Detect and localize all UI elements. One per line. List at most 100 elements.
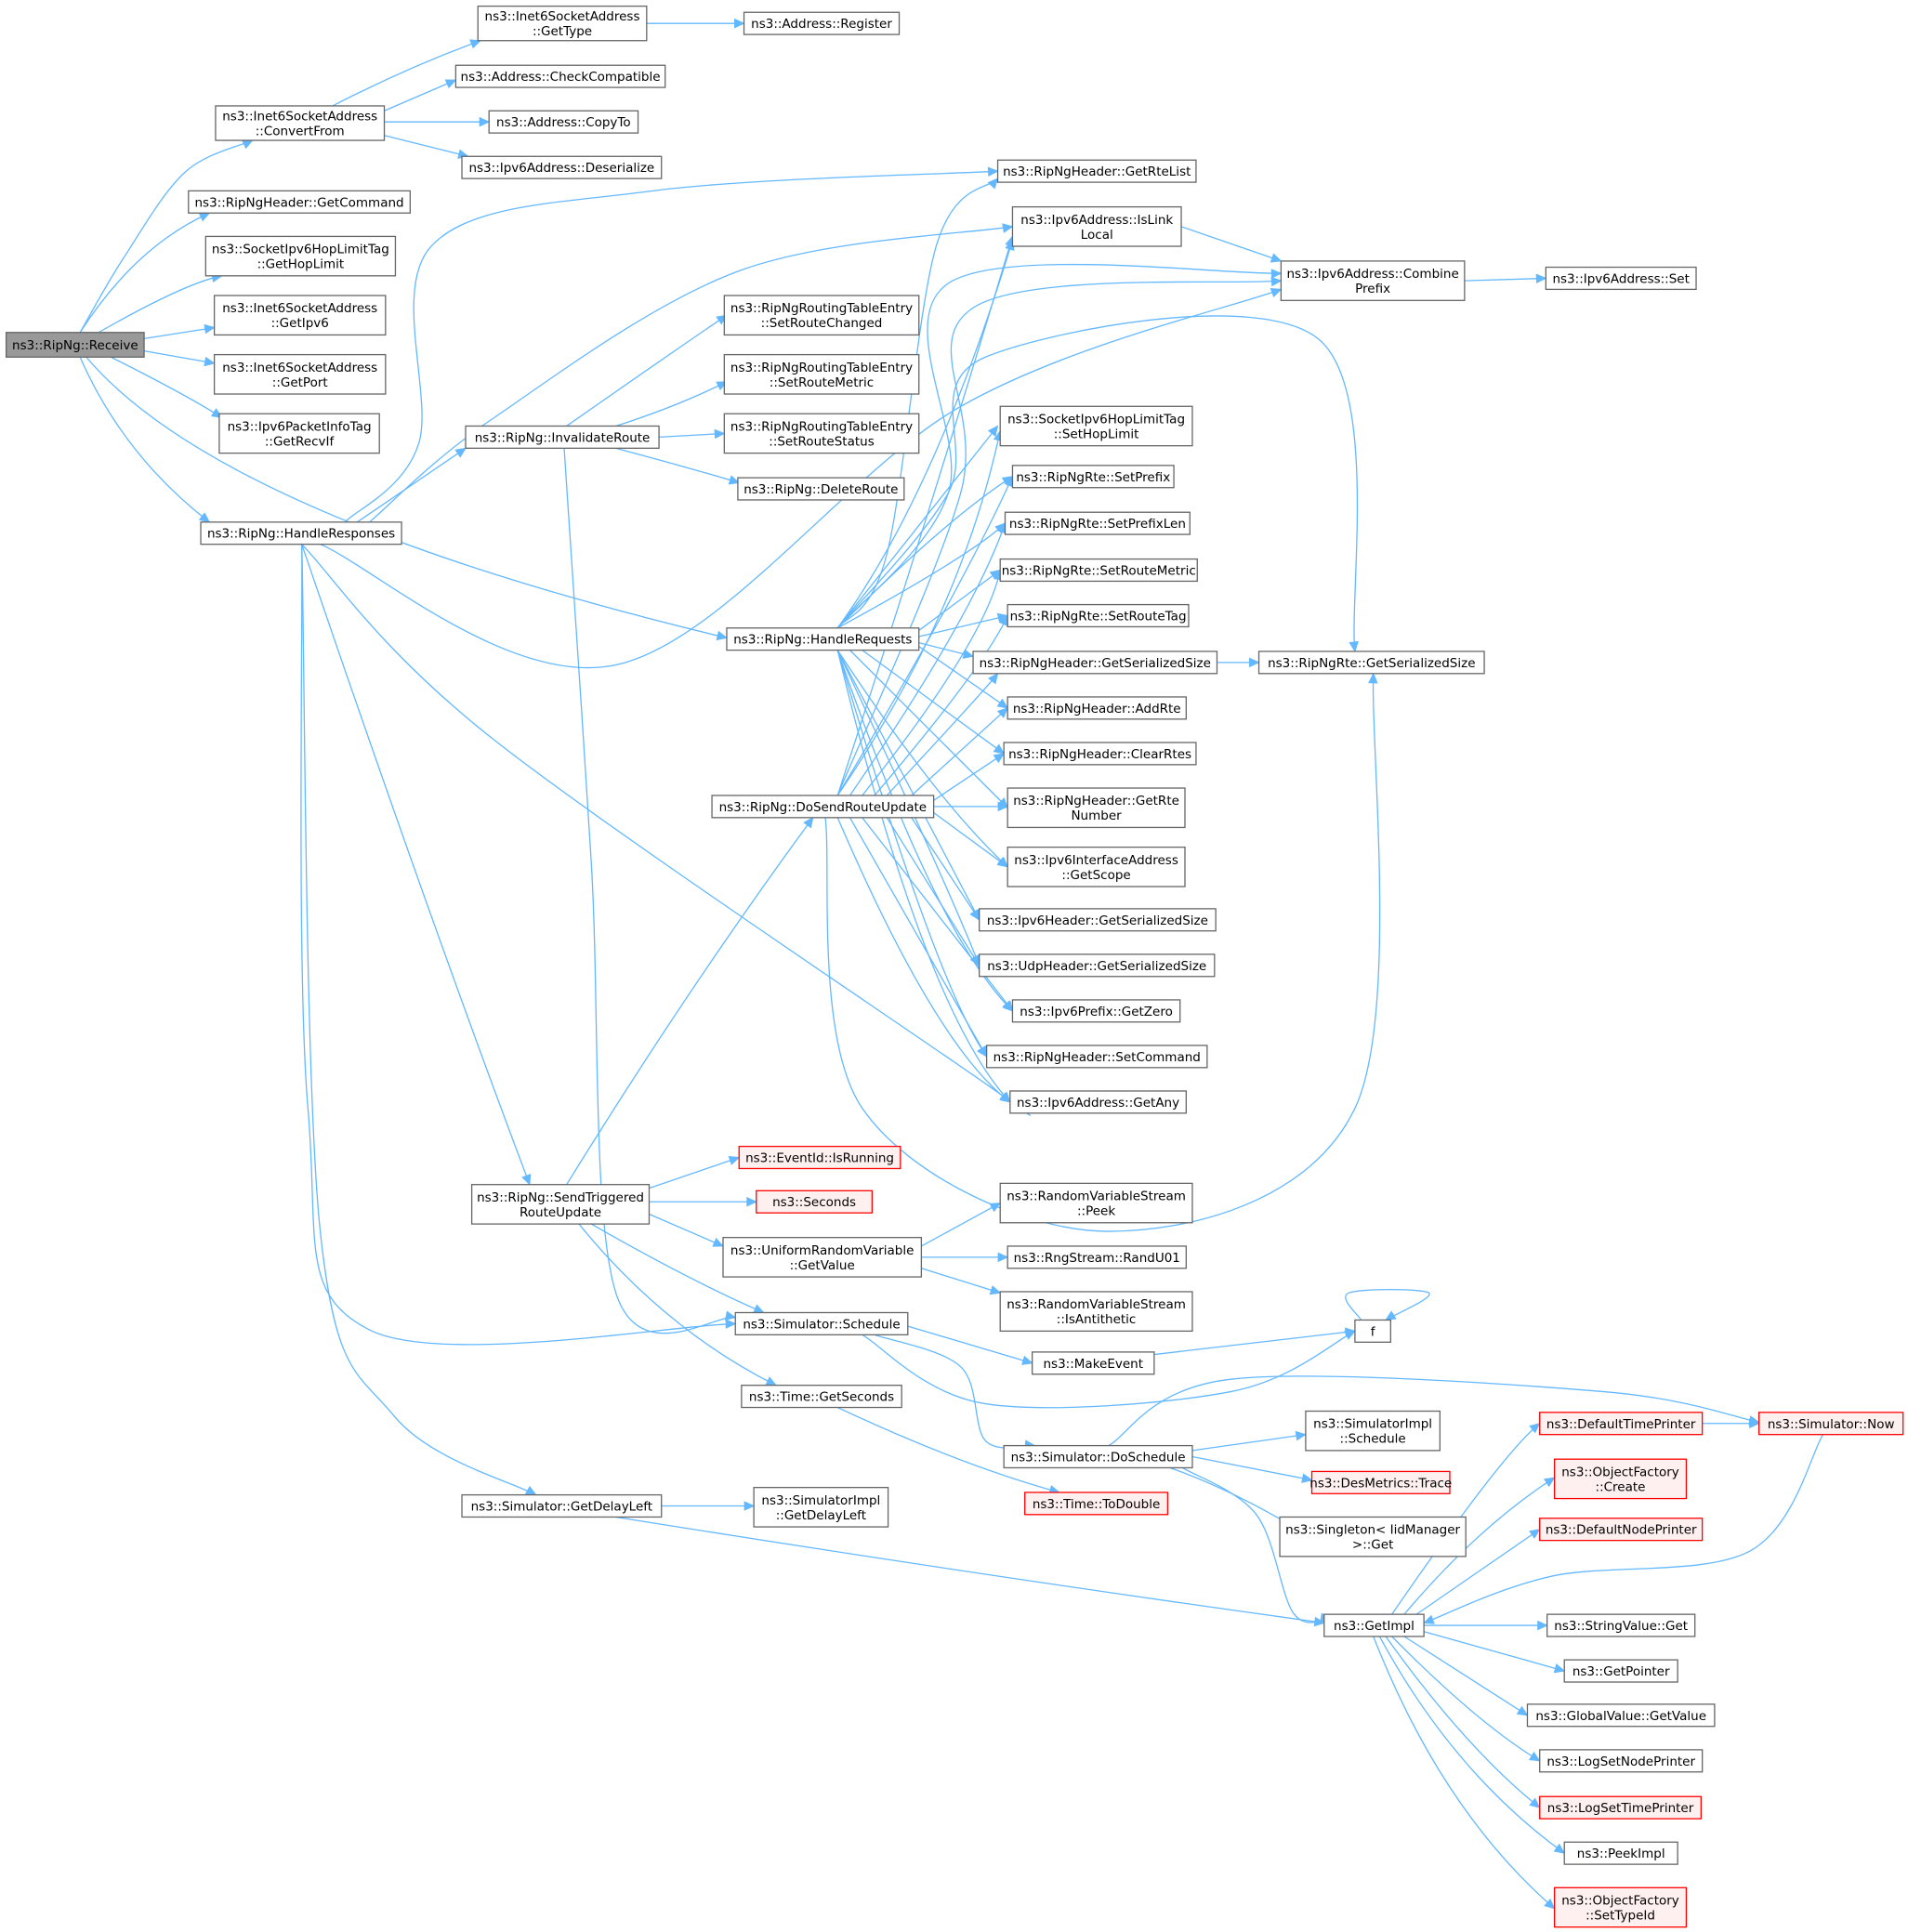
node-box[interactable] (218, 413, 380, 454)
node-box[interactable] (1007, 787, 1186, 829)
graph-node-desmetrics[interactable]: ns3::DesMetrics::Trace (1309, 1470, 1452, 1494)
node-box[interactable] (1007, 846, 1186, 887)
node-box[interactable] (204, 235, 397, 277)
graph-node-peek[interactable]: ns3::RandomVariableStream::Peek (999, 1182, 1193, 1224)
graph-node-singleton[interactable]: ns3::Singleton< IidManager>::Get (1279, 1516, 1467, 1557)
graph-node-peekimpl[interactable]: ns3::PeekImpl (1563, 1841, 1678, 1865)
graph-node-getzero[interactable]: ns3::Ipv6Prefix::GetZero (1011, 999, 1181, 1023)
node-box[interactable] (215, 105, 386, 141)
graph-node-f[interactable]: f (1354, 1319, 1391, 1343)
node-box[interactable] (1011, 465, 1175, 489)
graph-node-getany[interactable]: ns3::Ipv6Address::GetAny (1009, 1090, 1187, 1114)
node-box[interactable] (711, 795, 935, 819)
graph-node-urvget[interactable]: ns3::UniformRandomVariable::GetValue (722, 1237, 923, 1278)
graph-node-now[interactable]: ns3::Simulator::Now (1757, 1412, 1904, 1436)
node-box[interactable] (723, 413, 920, 454)
node-box[interactable] (734, 1311, 909, 1336)
node-box[interactable] (454, 64, 666, 88)
node-box[interactable] (999, 558, 1198, 583)
node-box[interactable] (1539, 1518, 1704, 1542)
graph-node-setprefix[interactable]: ns3::RipNgRte::SetPrefix (1011, 465, 1175, 489)
graph-node-addrte[interactable]: ns3::RipNgHeader::AddRte (1007, 696, 1187, 720)
graph-node-getscope[interactable]: ns3::Ipv6InterfaceAddress::GetScope (1007, 846, 1186, 887)
graph-node-ofsettypeid[interactable]: ns3::ObjectFactory::SetTypeId (1553, 1886, 1688, 1928)
node-box[interactable] (5, 332, 145, 358)
node-box[interactable] (1003, 742, 1197, 766)
node-box[interactable] (470, 1184, 651, 1225)
graph-node-getrecvif[interactable]: ns3::Ipv6PacketInfoTag::GetRecvIf (218, 413, 380, 454)
node-box[interactable] (1553, 1886, 1688, 1928)
node-box[interactable] (999, 1182, 1193, 1224)
graph-node-defnodeprinter[interactable]: ns3::DefaultNodePrinter (1539, 1518, 1704, 1542)
node-box[interactable] (1004, 511, 1191, 535)
graph-node-deftimeprinter[interactable]: ns3::DefaultTimePrinter (1539, 1412, 1704, 1436)
graph-node-gethoplimit[interactable]: ns3::SocketIpv6HopLimitTag::GetHopLimit (204, 235, 397, 277)
graph-node-cf[interactable]: ns3::Inet6SocketAddress::ConvertFrom (215, 105, 386, 141)
node-box[interactable] (1539, 1412, 1704, 1436)
graph-node-getdelayleft[interactable]: ns3::Simulator::GetDelayLeft (461, 1493, 663, 1518)
node-box[interactable] (1323, 1613, 1425, 1637)
node-box[interactable] (1279, 1516, 1467, 1557)
node-box[interactable] (723, 353, 920, 395)
graph-node-getimpl[interactable]: ns3::GetImpl (1323, 1613, 1425, 1637)
graph-node-sethoplimit[interactable]: ns3::SocketIpv6HopLimitTag::SetHopLimit (999, 405, 1193, 447)
graph-node-isanti[interactable]: ns3::RandomVariableStream::IsAntithetic (999, 1291, 1193, 1333)
graph-node-clearrtes[interactable]: ns3::RipNgHeader::ClearRtes (1003, 742, 1197, 766)
node-box[interactable] (979, 908, 1217, 932)
node-box[interactable] (1003, 1444, 1193, 1469)
graph-node-getseconds[interactable]: ns3::Time::GetSeconds (741, 1385, 902, 1409)
graph-node-getcommand[interactable]: ns3::RipNgHeader::GetCommand (188, 190, 411, 214)
node-box[interactable] (213, 295, 387, 336)
node-box[interactable] (477, 5, 648, 42)
node-box[interactable] (1032, 1351, 1155, 1375)
node-box[interactable] (972, 651, 1218, 675)
node-box[interactable] (1539, 1795, 1702, 1820)
node-box[interactable] (1280, 260, 1466, 301)
node-box[interactable] (753, 1487, 889, 1528)
graph-node-seconds[interactable]: ns3::Seconds (756, 1189, 874, 1214)
node-box[interactable] (1757, 1412, 1904, 1436)
node-box[interactable] (1007, 696, 1187, 720)
graph-node-randu01[interactable]: ns3::RngStream::RandU01 (1007, 1245, 1187, 1269)
node-box[interactable] (461, 155, 663, 179)
graph-node-getport[interactable]: ns3::Inet6SocketAddress::GetPort (213, 353, 387, 395)
node-box[interactable] (1526, 1703, 1716, 1728)
node-box[interactable] (213, 353, 387, 395)
graph-node-ipv6hdrserial[interactable]: ns3::Ipv6Header::GetSerializedSize (979, 908, 1217, 932)
graph-node-isrunning[interactable]: ns3::EventId::IsRunning (738, 1145, 901, 1170)
graph-node-dosend[interactable]: ns3::RipNg::DoSendRouteUpdate (711, 795, 935, 819)
node-box[interactable] (488, 110, 639, 134)
graph-node-getpointer[interactable]: ns3::GetPointer (1563, 1659, 1678, 1683)
node-box[interactable] (1553, 1458, 1688, 1500)
graph-node-setcommand[interactable]: ns3::RipNgHeader::SetCommand (985, 1045, 1208, 1069)
graph-node-receive[interactable]: ns3::RipNg::Receive (5, 332, 145, 358)
node-box[interactable] (1563, 1659, 1678, 1683)
graph-node-invalidate[interactable]: ns3::RipNg::InvalidateRoute (465, 425, 660, 449)
graph-node-getipv6[interactable]: ns3::Inet6SocketAddress::GetIpv6 (213, 295, 387, 336)
graph-node-logsettime[interactable]: ns3::LogSetTimePrinter (1539, 1795, 1702, 1820)
node-box[interactable] (722, 1237, 923, 1278)
graph-node-checkcompat[interactable]: ns3::Address::CheckCompatible (454, 64, 666, 88)
node-box[interactable] (985, 1045, 1208, 1069)
graph-node-udphdrserial[interactable]: ns3::UdpHeader::GetSerializedSize (979, 953, 1216, 978)
graph-node-schedule[interactable]: ns3::Simulator::Schedule (734, 1311, 909, 1336)
node-box[interactable] (1545, 266, 1697, 291)
node-box[interactable] (200, 521, 402, 545)
graph-node-globalget[interactable]: ns3::GlobalValue::GetValue (1526, 1703, 1716, 1728)
node-box[interactable] (1354, 1319, 1391, 1343)
graph-node-makeevent[interactable]: ns3::MakeEvent (1032, 1351, 1155, 1375)
node-box[interactable] (996, 159, 1197, 183)
graph-node-stringget[interactable]: ns3::StringValue::Get (1546, 1613, 1696, 1637)
node-box[interactable] (979, 953, 1216, 978)
node-box[interactable] (738, 1145, 901, 1170)
graph-node-setroutechanged[interactable]: ns3::RipNgRoutingTableEntry::SetRouteCha… (723, 295, 920, 336)
graph-node-gettype[interactable]: ns3::Inet6SocketAddress::GetType (477, 5, 648, 42)
node-box[interactable] (741, 1385, 902, 1409)
node-box[interactable] (999, 405, 1193, 447)
node-box[interactable] (1011, 205, 1182, 247)
graph-node-setroutetag[interactable]: ns3::RipNgRte::SetRouteTag (1007, 603, 1190, 628)
